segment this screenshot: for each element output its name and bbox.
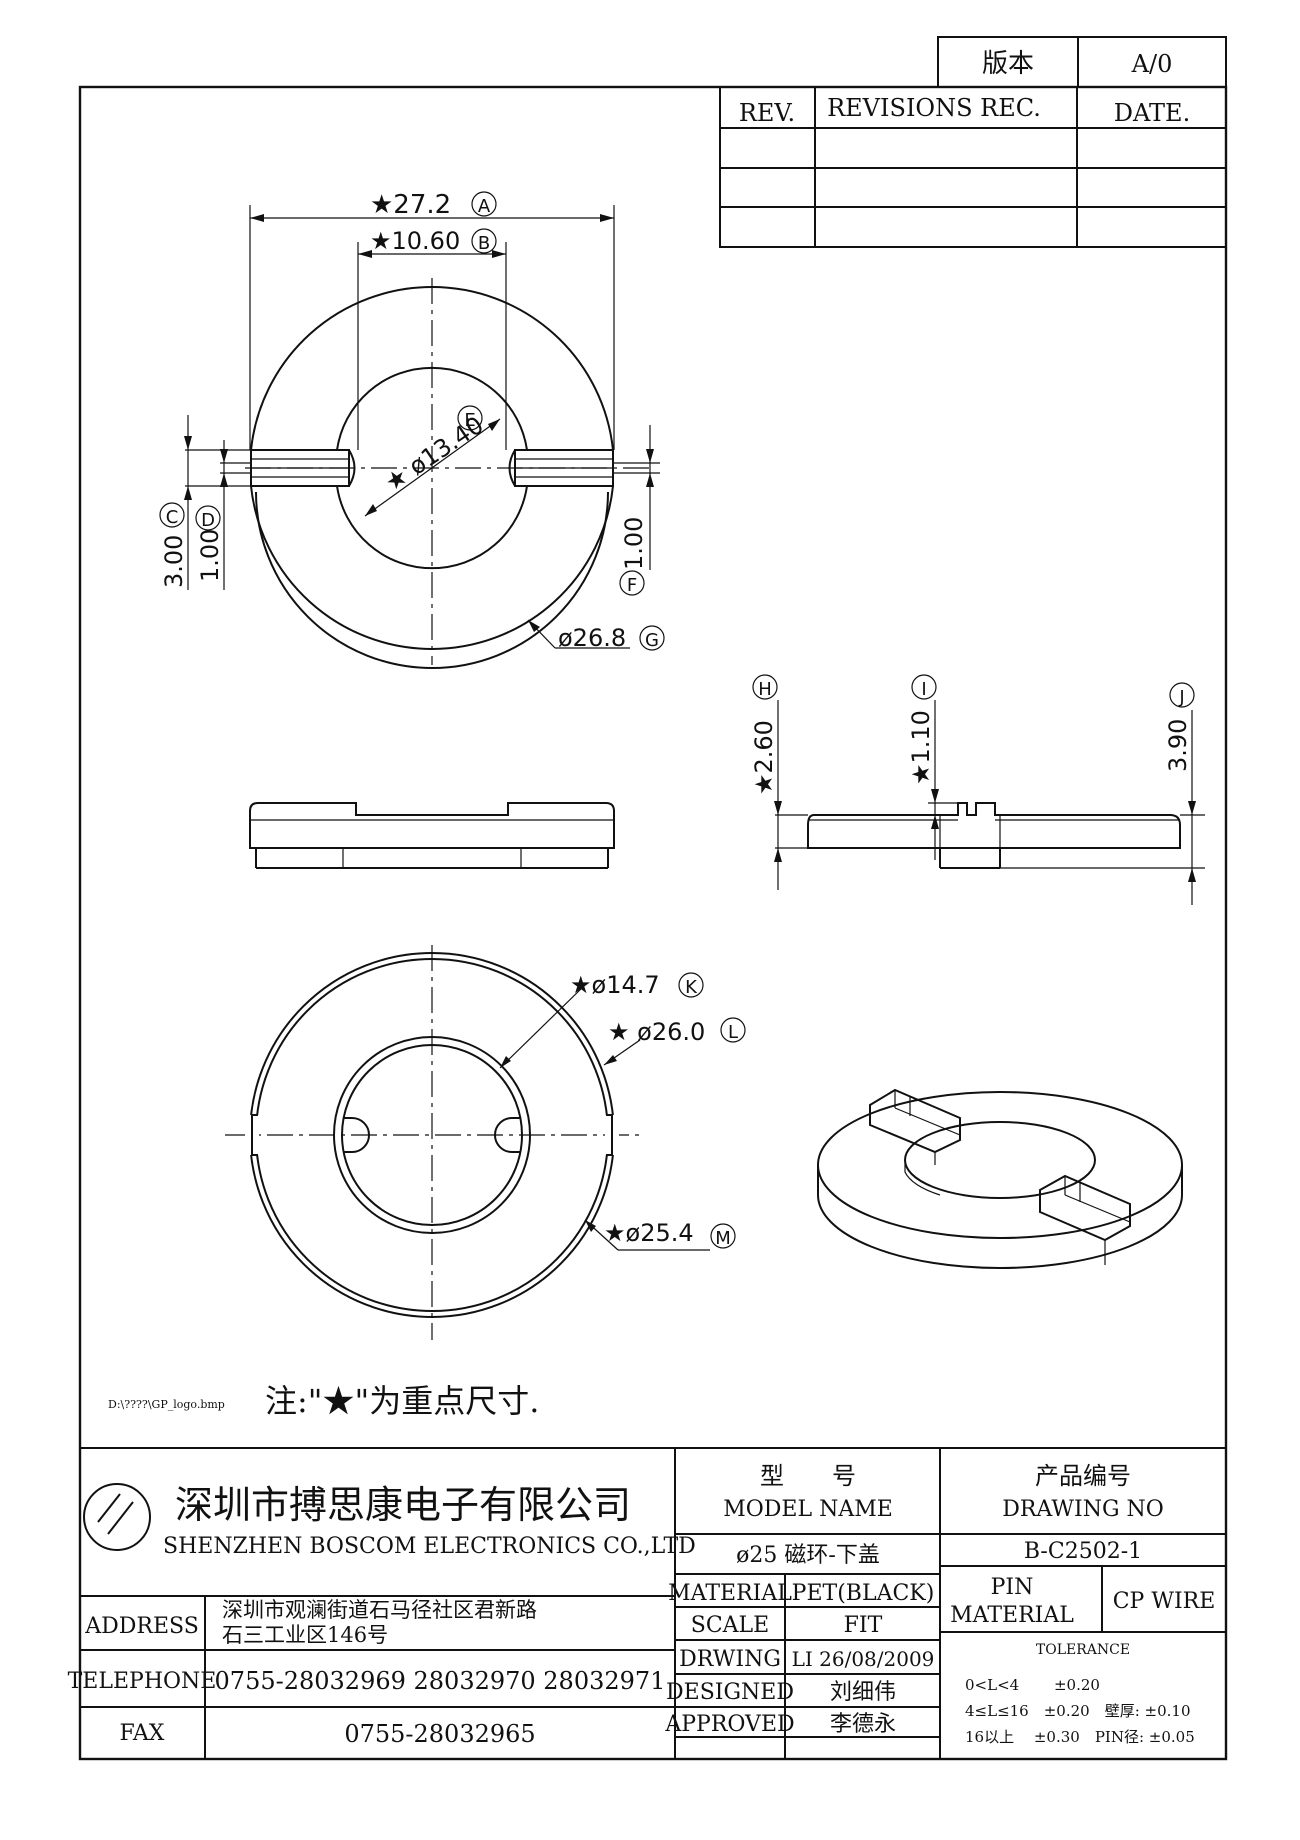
telephone-value: 0755-28032969 28032970 28032971 <box>215 1667 666 1695</box>
model-value: ø25 磁环-下盖 <box>736 1543 880 1568</box>
side-view-side: ★2.60 H ★1.10 I 3.90 J <box>750 674 1205 905</box>
version-label: 版本 <box>982 49 1034 79</box>
revision-table: REV. REVISIONS REC. DATE. <box>719 86 1227 248</box>
dim-e-mark: E <box>464 410 475 431</box>
tolerance-row1: 0<L<4 ±0.20 <box>965 1676 1100 1694</box>
dim-b-mark: B <box>478 233 490 254</box>
tolerance-row3: 16以上 ±0.30 PIN径: ±0.05 <box>965 1728 1195 1746</box>
drawing-frame <box>78 85 1228 1761</box>
side-view-front <box>249 802 615 869</box>
dim-l-mark: L <box>728 1022 738 1043</box>
dim-m-mark: M <box>715 1228 731 1249</box>
dim-b-label: ★10.60 <box>370 227 460 255</box>
dim-h-mark: H <box>758 679 772 700</box>
critical-dimension-note: 注:"★"为重点尺寸. <box>265 1382 539 1420</box>
pin-material-value: CP WIRE <box>1113 1589 1216 1614</box>
material-value: PET(BLACK) <box>792 1581 935 1606</box>
fax-value: 0755-28032965 <box>344 1720 535 1748</box>
designed-value: 刘细伟 <box>830 1680 896 1705</box>
dim-g-label: ø26.8 <box>558 624 626 652</box>
drawing-no-value: B-C2502-1 <box>1024 1539 1142 1564</box>
dim-m-label: ★ø25.4 <box>604 1219 694 1247</box>
material-label: MATERIAL <box>668 1581 792 1606</box>
dim-l-label: ★ ø26.0 <box>608 1018 705 1046</box>
dim-a-label: ★27.2 <box>370 190 451 220</box>
dim-j-label: 3.90 <box>1164 719 1192 772</box>
company-name-cn: 深圳市搏思康电子有限公司 <box>175 1483 631 1527</box>
pin-material-label: MATERIAL <box>950 1603 1074 1628</box>
drawing-no-label-en: DRAWING NO <box>1002 1497 1164 1522</box>
dim-g-mark: G <box>645 630 659 651</box>
dim-h-label: ★2.60 <box>750 720 778 795</box>
logo-file-path: D:\????\GP_logo.bmp <box>108 1398 225 1411</box>
dim-f-mark: F <box>627 575 637 596</box>
fax-label: FAX <box>120 1721 165 1746</box>
drwing-label: DRWING <box>679 1647 781 1672</box>
date-header: DATE. <box>1114 99 1190 127</box>
dim-d-mark: D <box>201 510 215 531</box>
isometric-view <box>817 1088 1183 1269</box>
approved-label: APPROVED <box>664 1712 794 1737</box>
model-label-en: MODEL NAME <box>723 1497 893 1522</box>
model-label-cn: 型 号 <box>760 1462 856 1490</box>
dim-k-mark: K <box>685 977 698 998</box>
drwing-value: LI 26/08/2009 <box>792 1647 935 1671</box>
dim-c-label: 3.00 <box>160 535 188 588</box>
tolerance-title: TOLERANCE <box>1036 1642 1130 1658</box>
address-label: ADDRESS <box>84 1614 199 1639</box>
dim-j-mark: J <box>1178 687 1184 708</box>
pin-label: PIN <box>991 1575 1034 1600</box>
approved-value: 李德永 <box>830 1712 896 1737</box>
dim-a-mark: A <box>478 196 491 217</box>
dim-i-label: ★1.10 <box>907 710 935 785</box>
company-name-en: SHENZHEN BOSCOM ELECTRONICS CO.,LTD <box>163 1534 696 1559</box>
revisions-rec-header: REVISIONS REC. <box>827 94 1041 122</box>
dim-c-mark: C <box>166 507 179 528</box>
dim-i-mark: I <box>921 679 926 700</box>
tolerance-row2: 4≤L≤16 ±0.20 壁厚: ±0.10 <box>965 1702 1190 1720</box>
version-value: A/0 <box>1131 50 1173 78</box>
version-box: 版本 A/0 <box>937 36 1227 88</box>
company-logo <box>83 1483 151 1551</box>
address-line2: 石三工业区146号 <box>222 1623 388 1647</box>
telephone-label: TELEPHONE <box>68 1669 217 1694</box>
title-block: 深圳市搏思康电子有限公司 SHENZHEN BOSCOM ELECTRONICS… <box>68 1447 1226 1759</box>
dim-f-label: 1.00 <box>620 517 648 570</box>
top-view: ★27.2 A ★10.60 B ★ ø13.40 E 3.00 C 1.00 … <box>159 190 665 669</box>
address-line1: 深圳市观澜街道石马径社区君新路 <box>222 1598 537 1622</box>
designed-label: DESIGNED <box>666 1680 794 1705</box>
rev-header: REV. <box>739 99 795 127</box>
scale-label: SCALE <box>691 1613 769 1638</box>
bottom-view: ★ø14.7 K ★ ø26.0 L ★ø25.4 M <box>225 945 746 1340</box>
scale-value: FIT <box>844 1613 883 1638</box>
drawing-no-label-cn: 产品编号 <box>1035 1462 1131 1490</box>
dim-d-label: 1.00 <box>196 529 224 582</box>
dim-k-label: ★ø14.7 <box>570 971 660 999</box>
